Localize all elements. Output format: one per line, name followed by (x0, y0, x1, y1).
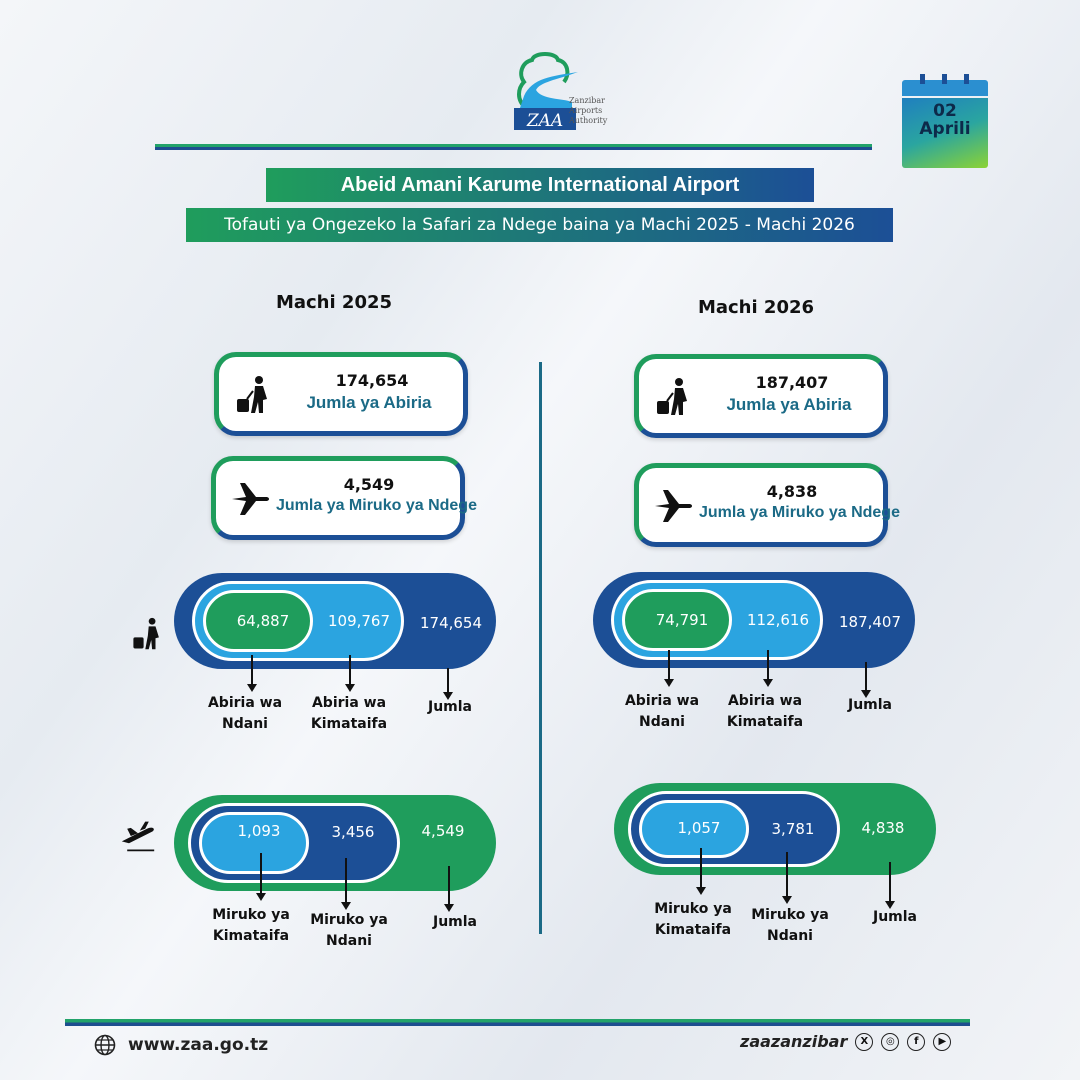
year-heading: Machi 2026 (697, 297, 815, 318)
total-passengers-value: 187,407 (838, 613, 902, 631)
flight-breakdown-pill: 1,093 3,456 4,549 (174, 795, 496, 891)
domestic-passengers-value: 64,887 (236, 612, 290, 630)
flight-breakdown-pill: 1,057 3,781 4,838 (614, 783, 936, 875)
international-passengers-value: 112,616 (746, 611, 810, 629)
passengers-card: 187,407 Jumla ya Abiria (634, 354, 888, 438)
instagram-icon[interactable]: ◎ (881, 1032, 900, 1051)
flights-total: 4,549 (343, 475, 395, 494)
total-flights-value: 4,549 (421, 822, 465, 840)
flights-label: Jumla ya Miruko ya Ndege (699, 504, 900, 521)
globe-icon (94, 1034, 116, 1056)
page-subtitle: Tofauti ya Ongezeko la Safari za Ndege b… (186, 208, 893, 242)
passengers-total: 187,407 (755, 373, 829, 392)
international-passengers-value: 109,767 (327, 612, 391, 630)
traveler-icon (657, 378, 687, 415)
domestic-flights-label: Miruko ya Ndani (751, 907, 829, 944)
total-label: Jumla (432, 914, 477, 930)
year-heading: Machi 2025 (275, 292, 393, 313)
zaa-logo: ZAA Zanzibar Airports Authority (512, 50, 612, 132)
international-flights-label: Miruko ya Kimataifa (654, 901, 732, 938)
logo-line: Authority (569, 116, 608, 125)
total-flights-value: 4,838 (861, 819, 905, 837)
takeoff-icon (121, 821, 155, 852)
traveler-icon (133, 617, 159, 650)
domestic-flights-value: 3,781 (771, 820, 815, 838)
calendar-badge: 02 Aprili (902, 74, 988, 168)
zaa-logo-icon: ZAA (514, 52, 578, 131)
total-label: Jumla (847, 697, 892, 713)
header-divider (155, 144, 872, 150)
logo-line: Zanzibar (569, 96, 605, 105)
traveler-icon (237, 376, 267, 413)
passengers-card: 174,654 Jumla ya Abiria (214, 352, 468, 436)
total-label: Jumla (872, 909, 917, 925)
youtube-icon[interactable]: ▶ (933, 1032, 952, 1051)
website-link[interactable]: www.zaa.go.tz (94, 1034, 268, 1056)
international-flights-value: 1,093 (237, 822, 281, 840)
total-passengers-value: 174,654 (419, 614, 483, 632)
website-url: www.zaa.go.tz (128, 1035, 269, 1055)
page-title: Abeid Amani Karume International Airport (266, 168, 814, 202)
flights-card: 4,838 Jumla ya Miruko ya Ndege (634, 463, 900, 547)
logo-line: Airports (569, 106, 603, 115)
airplane-icon (232, 483, 269, 515)
flights-card: 4,549 Jumla ya Miruko ya Ndege (211, 456, 477, 540)
calendar-month: Aprili (919, 119, 971, 139)
passenger-breakdown-pill: 74,791 112,616 187,407 (593, 572, 915, 668)
footer-divider (65, 1019, 970, 1026)
international-flights-label: Miruko ya Kimataifa (212, 907, 290, 944)
passenger-breakdown-pill: 64,887 109,767 174,654 (174, 573, 496, 669)
flights-total: 4,838 (766, 482, 818, 501)
passengers-label: Jumla ya Abiria (726, 395, 852, 414)
x-icon[interactable]: X (855, 1032, 874, 1051)
international-passengers-label: Abiria wa Kimataifa (310, 695, 388, 732)
total-label: Jumla (427, 699, 472, 715)
domestic-flights-value: 3,456 (331, 823, 375, 841)
airplane-icon (655, 490, 692, 522)
social-handle: zaazanzibar (740, 1032, 848, 1051)
svg-text:ZAA: ZAA (526, 111, 563, 131)
domestic-passengers-label: Abiria wa Ndani (624, 693, 700, 730)
passengers-total: 174,654 (335, 371, 409, 390)
international-passengers-label: Abiria wa Kimataifa (726, 693, 804, 730)
facebook-icon[interactable]: f (907, 1032, 926, 1051)
calendar-day: 02 (933, 101, 957, 121)
column-divider (539, 362, 542, 934)
passengers-label: Jumla ya Abiria (306, 393, 432, 412)
domestic-passengers-value: 74,791 (655, 611, 709, 629)
domestic-flights-label: Miruko ya Ndani (310, 912, 388, 949)
domestic-passengers-label: Abiria wa Ndani (207, 695, 283, 732)
international-flights-value: 1,057 (677, 819, 721, 837)
social-links: zaazanzibar X ◎ f ▶ (740, 1032, 952, 1051)
flights-label: Jumla ya Miruko ya Ndege (276, 497, 477, 514)
